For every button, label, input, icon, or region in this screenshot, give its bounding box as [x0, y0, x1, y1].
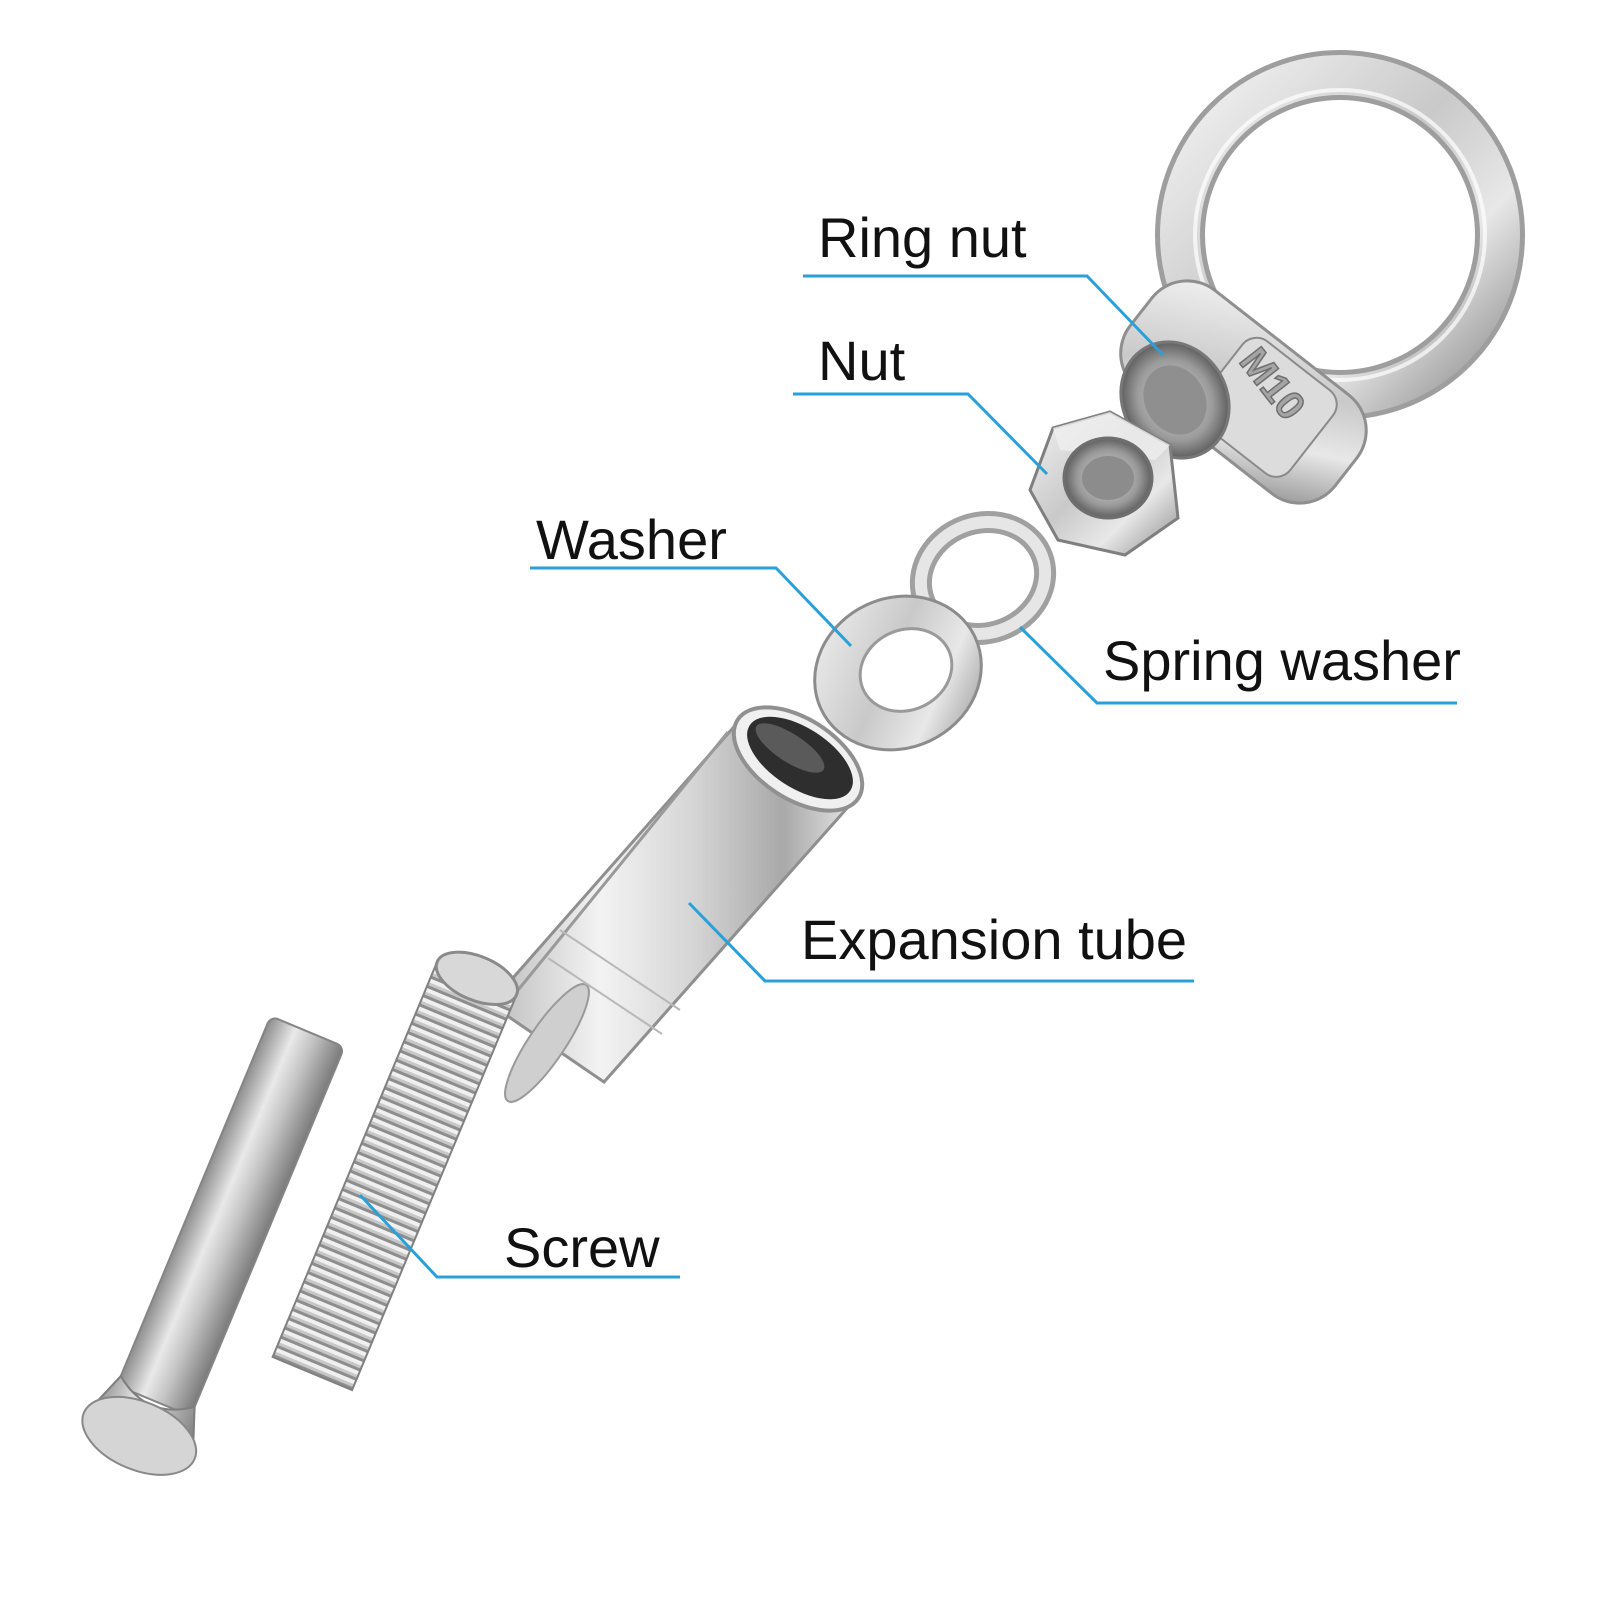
leader-lines [358, 274, 1457, 1279]
leader-nut [793, 392, 1049, 476]
nut-label: Nut [818, 329, 906, 392]
leader-ring-nut [803, 274, 1165, 357]
leader-expansion-tube [687, 901, 1194, 983]
expansion-tube-label: Expansion tube [801, 908, 1188, 971]
washer-label: Washer [536, 508, 727, 571]
ring-nut-part: M10 [1119, 50, 1525, 505]
leader-spring-washer [1018, 625, 1457, 705]
leader-screw [358, 1193, 680, 1279]
screw-label: Screw [504, 1216, 660, 1279]
washer-part [813, 594, 983, 752]
expansion-tube-part [487, 705, 865, 1103]
ring-nut-label: Ring nut [818, 206, 1027, 269]
spring-washer-label: Spring washer [1103, 629, 1461, 692]
leader-washer [530, 566, 853, 648]
hex-nut-part [1028, 410, 1180, 557]
screw-part [81, 950, 519, 1476]
